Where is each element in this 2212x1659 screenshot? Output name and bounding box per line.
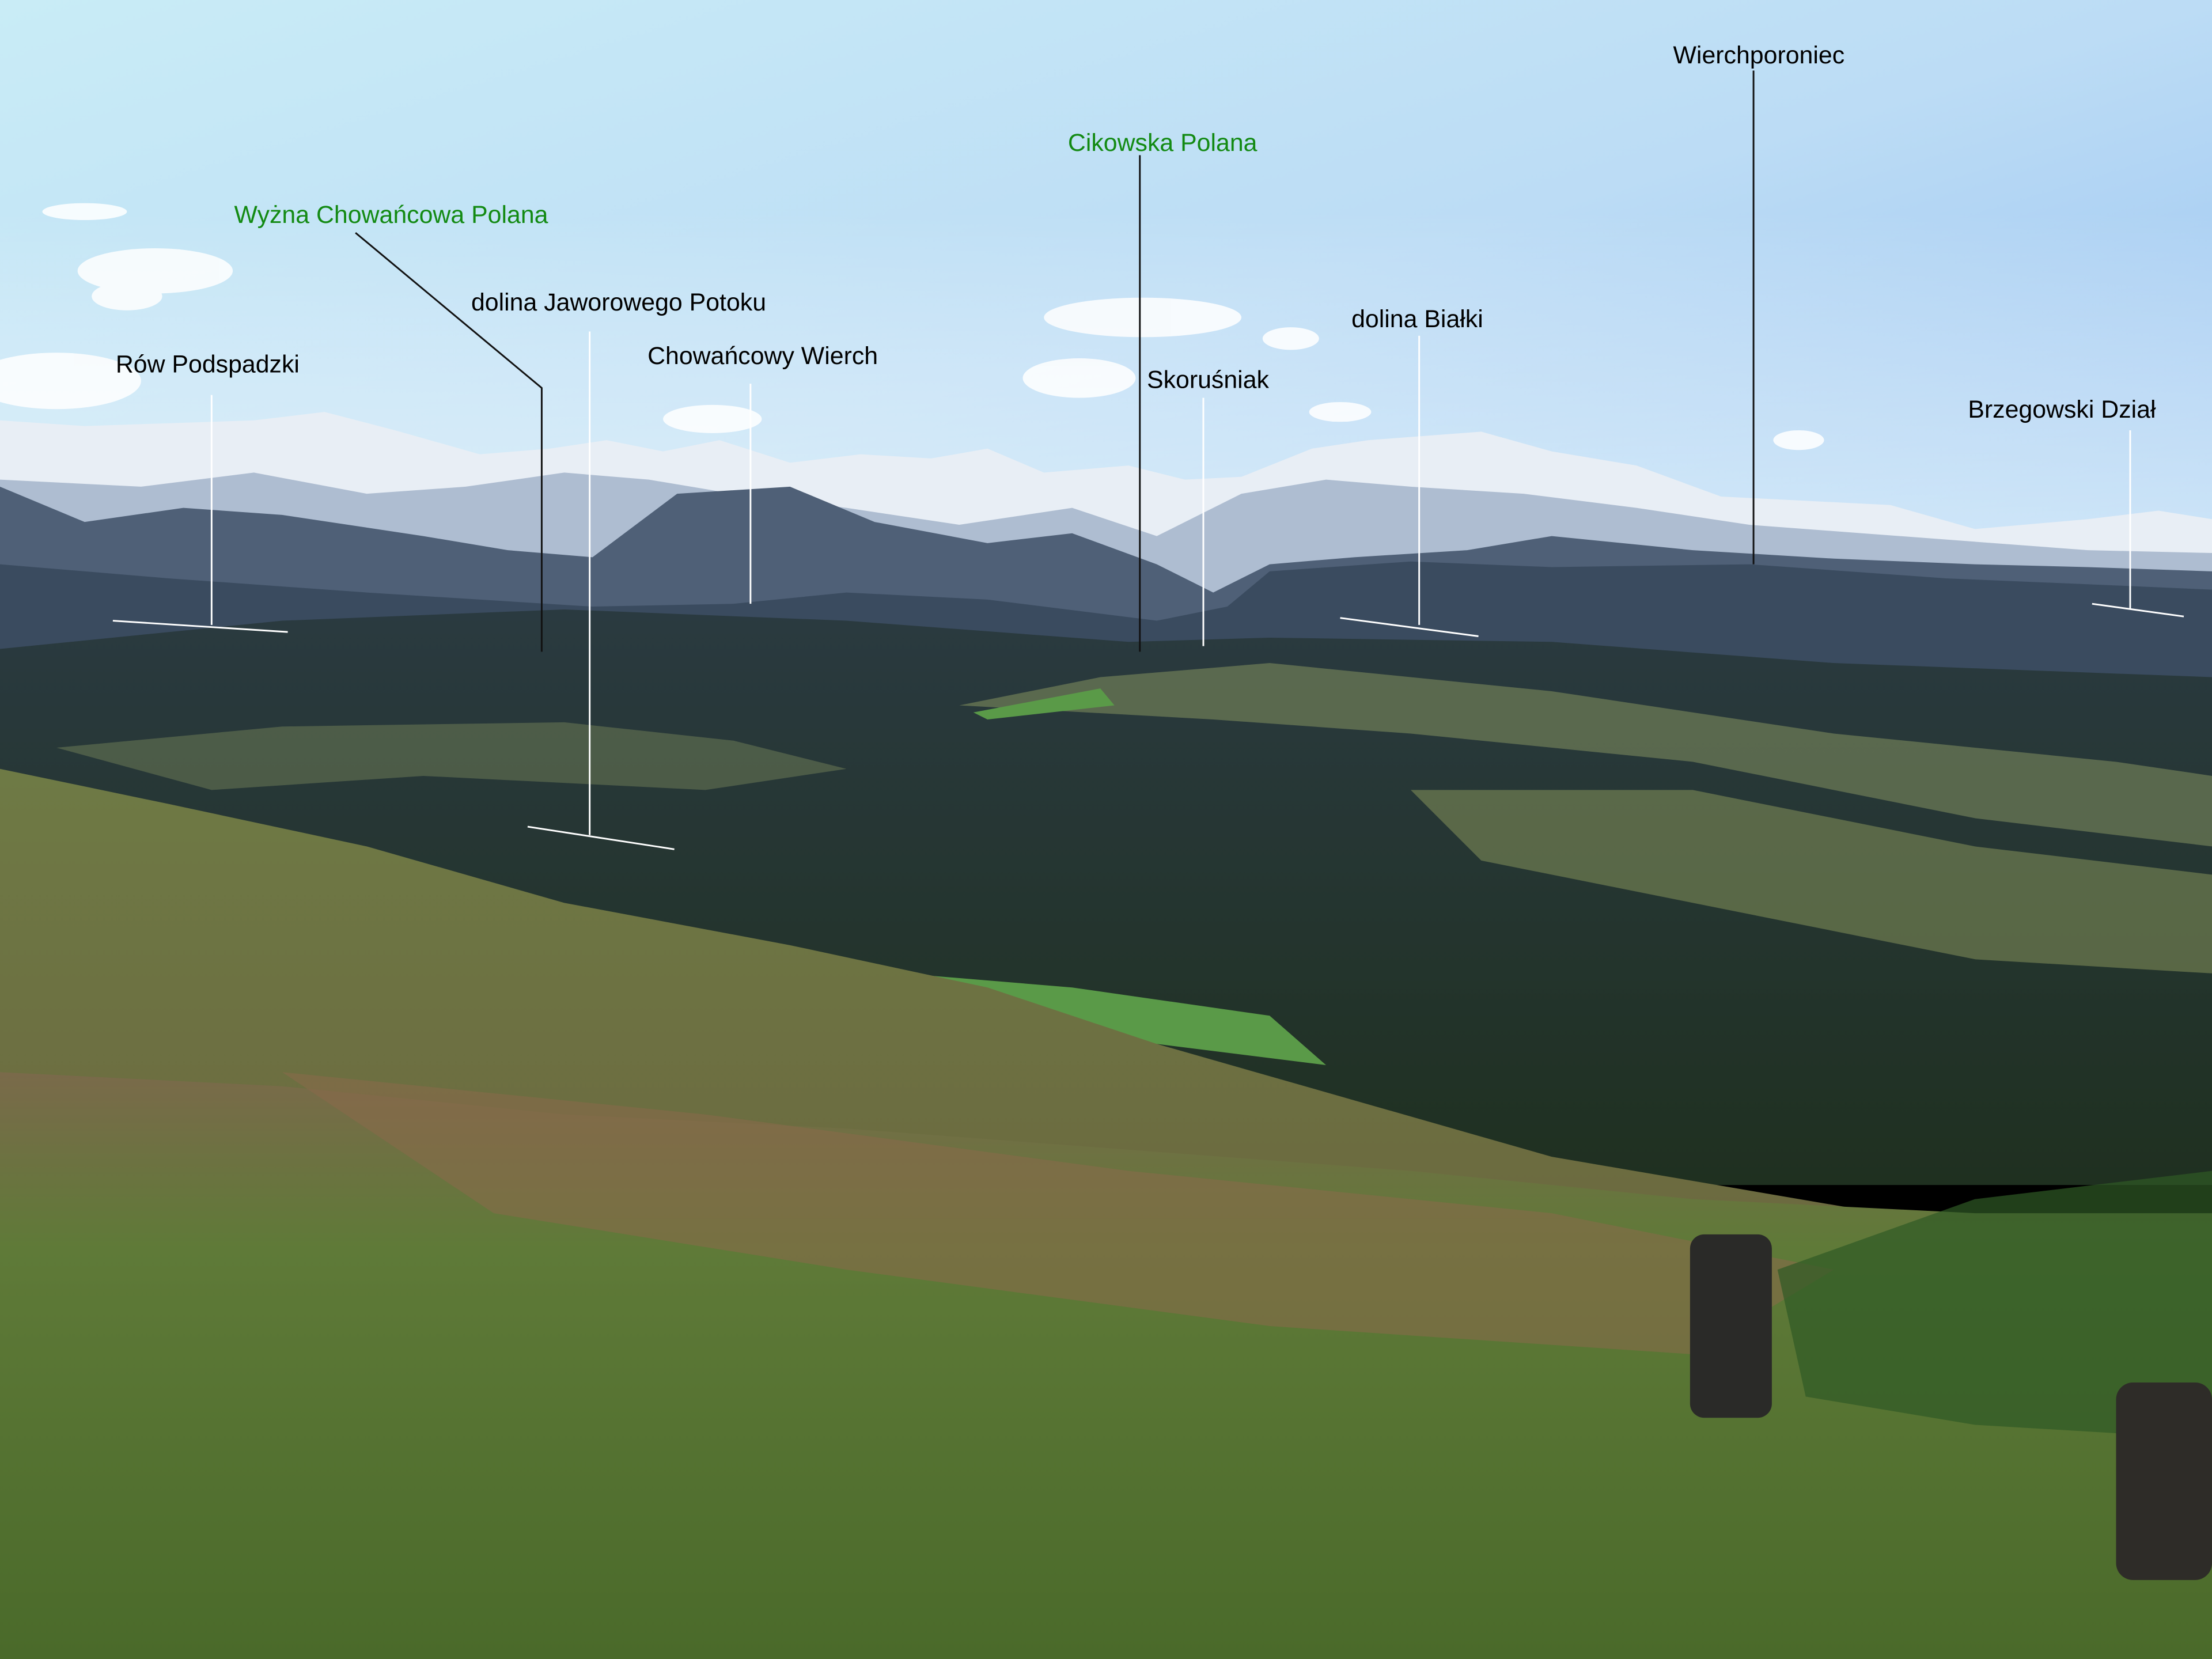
- label-wierchporoniec: Wierchporoniec: [1673, 41, 1844, 69]
- label-chowancowy-wierch: Chowańcowy Wierch: [647, 342, 878, 370]
- clouds: [0, 203, 1824, 450]
- label-skorusniak: Skoruśniak: [1147, 366, 1270, 393]
- tree-stump: [2116, 1382, 2212, 1580]
- base-dolina-bialki: [1340, 617, 1479, 637]
- base-brzegowski-dzial: [2092, 603, 2184, 618]
- meadow: [973, 688, 1115, 719]
- label-wyzna-chowancowa-polana: Wyżna Chowańcowa Polana: [234, 201, 548, 229]
- label-brzegowski-dzial: Brzegowski Dział: [1968, 396, 2156, 423]
- place-labels: Rów Podspadzki Wyżna Chowańcowa Polana d…: [116, 41, 2156, 423]
- base-dolina-jaworowego-potoku: [527, 825, 675, 850]
- label-row-podspadzki: Rów Podspadzki: [116, 351, 300, 378]
- dry-shrubs: [282, 1072, 1834, 1355]
- base-row-podspadzki: [112, 620, 288, 633]
- clearing: [959, 663, 2212, 847]
- label-dolina-jaworowego-potoku: dolina Jaworowego Potoku: [471, 289, 766, 316]
- clearing: [1410, 790, 2212, 974]
- clearing: [56, 722, 847, 790]
- young-spruces: [1777, 1171, 2212, 1439]
- tree-stump: [1690, 1234, 1772, 1418]
- leader-wyzna-chowancowa-polana: [355, 232, 543, 652]
- label-dolina-bialki: dolina Białki: [1351, 305, 1483, 333]
- label-cikowska-polana: Cikowska Polana: [1068, 129, 1257, 157]
- leader-lines: [112, 70, 2184, 850]
